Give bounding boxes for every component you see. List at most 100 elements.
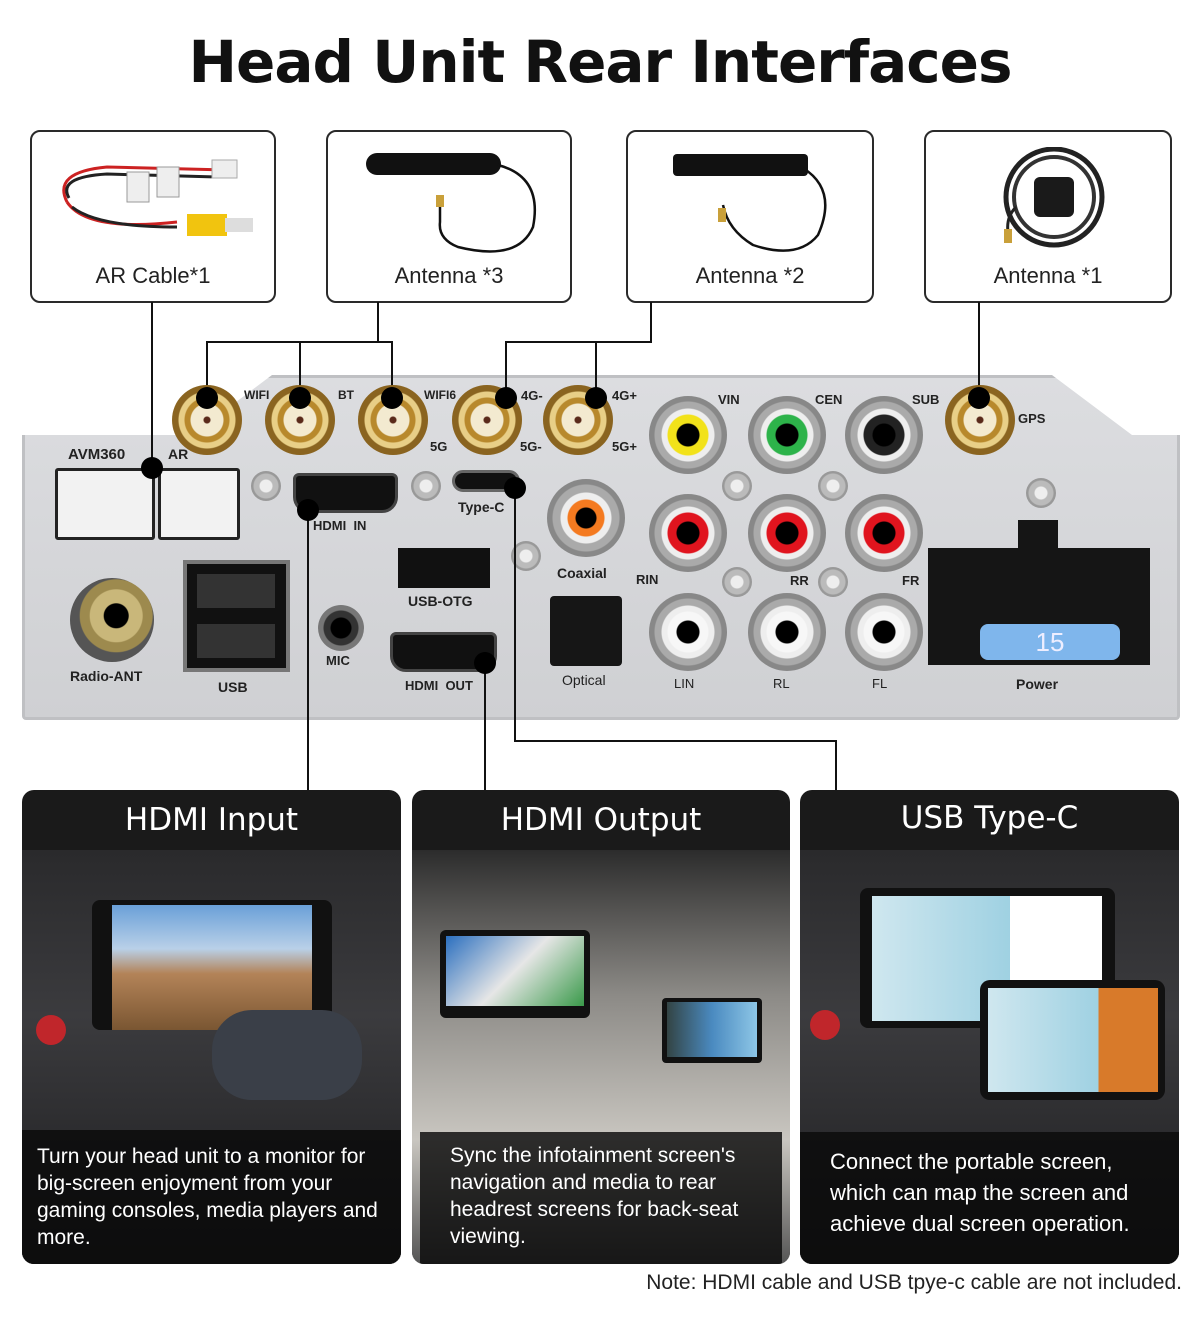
vin-port <box>649 396 727 474</box>
4g-minus-callout-dot <box>495 387 517 409</box>
accessory-label: Antenna *1 <box>993 263 1103 288</box>
cen-port <box>748 396 826 474</box>
port-label: 5G <box>430 439 448 454</box>
radio-ant-port <box>70 578 154 662</box>
lin-port <box>649 593 727 671</box>
port-label: 5G- <box>520 439 542 454</box>
port-label: FR <box>902 573 920 588</box>
sub-port <box>845 396 923 474</box>
hdmi-in-callout-dot <box>297 499 319 521</box>
usb-port <box>183 560 290 672</box>
coaxial-port <box>547 479 625 557</box>
port-label: WIFI <box>244 388 270 402</box>
connector-line <box>206 341 208 398</box>
optical-port <box>550 596 622 666</box>
port-label: Radio-ANT <box>70 668 143 684</box>
screw-icon <box>722 567 752 597</box>
screw-icon <box>251 471 281 501</box>
card-caption: Sync the infotainment screen's navigatio… <box>420 1132 782 1264</box>
port-label: GPS <box>1018 411 1046 426</box>
wifi-callout-dot <box>196 387 218 409</box>
antenna-4g-image <box>673 154 827 252</box>
connector-line <box>299 341 301 398</box>
connector-line <box>377 302 379 342</box>
page-title: Head Unit Rear Interfaces <box>188 28 1013 96</box>
port-label: Coaxial <box>557 565 607 581</box>
avm360-port <box>55 468 155 540</box>
accessory-antenna-3: Antenna *3 <box>326 130 572 303</box>
card-title: HDMI Output <box>500 802 702 838</box>
screw-icon <box>411 471 441 501</box>
antenna-image <box>366 153 537 253</box>
accessory-ar-cable: AR Cable*1 <box>30 130 276 303</box>
port-label: BT <box>338 388 354 402</box>
port-label: Power <box>1016 676 1059 692</box>
screw-icon <box>722 471 752 501</box>
accessory-label: Antenna *3 <box>394 263 504 288</box>
card-title: HDMI Input <box>124 802 299 838</box>
port-label: USB <box>218 679 248 695</box>
screw-icon <box>818 471 848 501</box>
type-c-callout-dot <box>504 477 526 499</box>
connector-line <box>505 341 507 398</box>
ar-callout-dot <box>141 457 163 479</box>
connector-line <box>151 302 153 468</box>
connector-line <box>307 510 309 790</box>
card-usb-type-c: USB Type-C Connect the portable screen, … <box>800 790 1179 1264</box>
accessory-antenna-1: Antenna *1 <box>924 130 1172 303</box>
port-label: MIC <box>326 653 350 668</box>
port-label: LIN <box>674 676 695 691</box>
port-label: VIN <box>718 392 740 407</box>
fl-port <box>845 593 923 671</box>
connector-line <box>978 302 980 398</box>
port-label: 5G+ <box>612 439 637 454</box>
power-connector: 15 <box>928 520 1150 665</box>
port-label: AVM360 <box>68 446 126 463</box>
screw-icon <box>818 567 848 597</box>
gps-antenna-image <box>1003 147 1105 248</box>
ar-port <box>158 468 240 540</box>
wifi6-callout-dot <box>381 387 403 409</box>
rin-port <box>649 494 727 572</box>
connector-line <box>484 663 486 790</box>
card-title: USB Type-C <box>900 800 1079 836</box>
connector-line <box>505 341 652 343</box>
port-label: Optical <box>562 672 606 688</box>
connector-line <box>514 488 516 742</box>
fuse: 15 <box>980 624 1120 660</box>
card-caption: Connect the portable screen, which can m… <box>800 1132 1179 1264</box>
port-label: RIN <box>636 572 659 587</box>
fr-port <box>845 494 923 572</box>
port-label: CEN <box>815 392 843 407</box>
usb-otg-port <box>398 548 490 588</box>
port-label: 4G- <box>521 388 543 403</box>
connector-line <box>595 341 597 398</box>
port-label: FL <box>872 676 888 691</box>
port-label: WIFI6 <box>424 388 456 402</box>
accessory-label: AR Cable*1 <box>95 263 211 288</box>
connector-line <box>650 302 652 342</box>
port-label: HDMI OUT <box>405 678 473 693</box>
port-label: SUB <box>912 392 940 407</box>
port-label: Type-C <box>458 499 505 515</box>
connector-line <box>835 740 837 790</box>
accessory-label: Antenna *2 <box>695 263 805 288</box>
4g-plus-callout-dot <box>585 387 607 409</box>
rr-port <box>748 494 826 572</box>
connector-line <box>391 341 393 398</box>
hdmi-out-callout-dot <box>474 652 496 674</box>
screw-icon <box>1026 478 1056 508</box>
connector-line <box>514 740 836 742</box>
port-label: AR <box>168 446 189 462</box>
bt-callout-dot <box>289 387 311 409</box>
rl-port <box>748 593 826 671</box>
note-text: Note: HDMI cable and USB tpye-c cable ar… <box>646 1271 1182 1294</box>
screw-icon <box>511 541 541 571</box>
accessory-antenna-2: Antenna *2 <box>626 130 874 303</box>
card-caption: Turn your head unit to a monitor for big… <box>22 1130 401 1264</box>
card-hdmi-output: HDMI Output Sync the infotainment screen… <box>412 790 790 1264</box>
card-hdmi-input: HDMI Input Turn your head unit to a moni… <box>22 790 401 1264</box>
port-label: 4G+ <box>612 388 637 403</box>
ar-cable-image <box>62 159 253 236</box>
port-label: USB-OTG <box>408 593 473 609</box>
